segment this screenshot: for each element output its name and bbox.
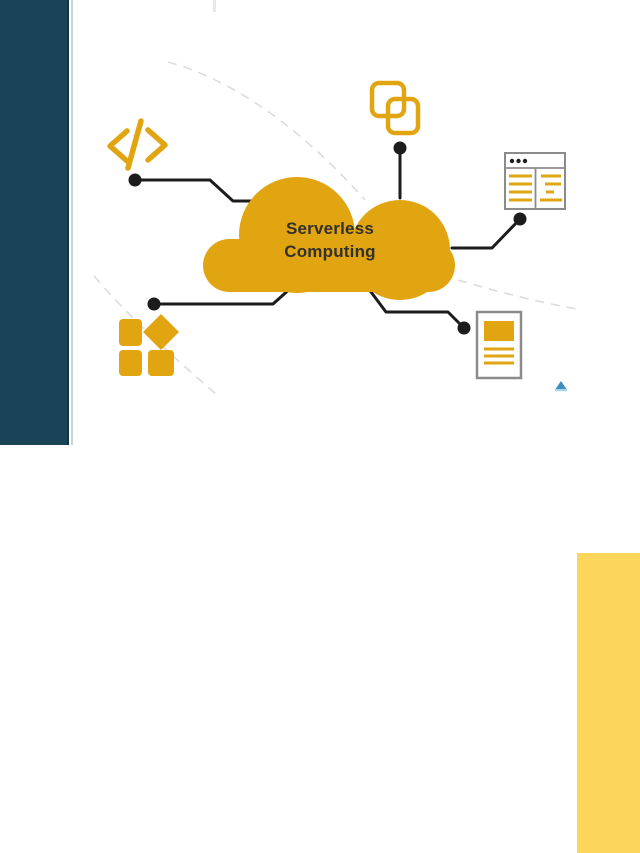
cloud-title: Serverless Computing [268, 217, 392, 263]
wire-endpoint-dot [147, 297, 161, 311]
left-navy-panel [0, 0, 69, 445]
left-panel-accent-line [71, 0, 73, 445]
wire-browser [450, 217, 522, 250]
document-icon [475, 310, 523, 380]
wire-endpoint-dot [128, 173, 142, 187]
overlapping-squares-icon [369, 80, 421, 136]
browser-window-icon [504, 152, 566, 210]
cloud-shape [203, 177, 455, 300]
cursor-glyph [555, 381, 567, 392]
wire-grid [152, 285, 294, 306]
wire-code [133, 178, 256, 203]
wire-endpoint-dot [513, 212, 527, 226]
code-icon [107, 118, 168, 171]
wire-endpoint-dot [393, 141, 407, 155]
wire-endpoint-dot [457, 321, 471, 335]
cloud-title-line2: Computing [284, 242, 376, 261]
cloud-title-line1: Serverless [285, 219, 375, 238]
grid-squares-icon [119, 314, 179, 376]
wire-document [366, 286, 466, 330]
bottom-right-yellow-panel [577, 553, 640, 853]
connector-wires [128, 141, 527, 335]
top-edge-tick [213, 0, 216, 12]
